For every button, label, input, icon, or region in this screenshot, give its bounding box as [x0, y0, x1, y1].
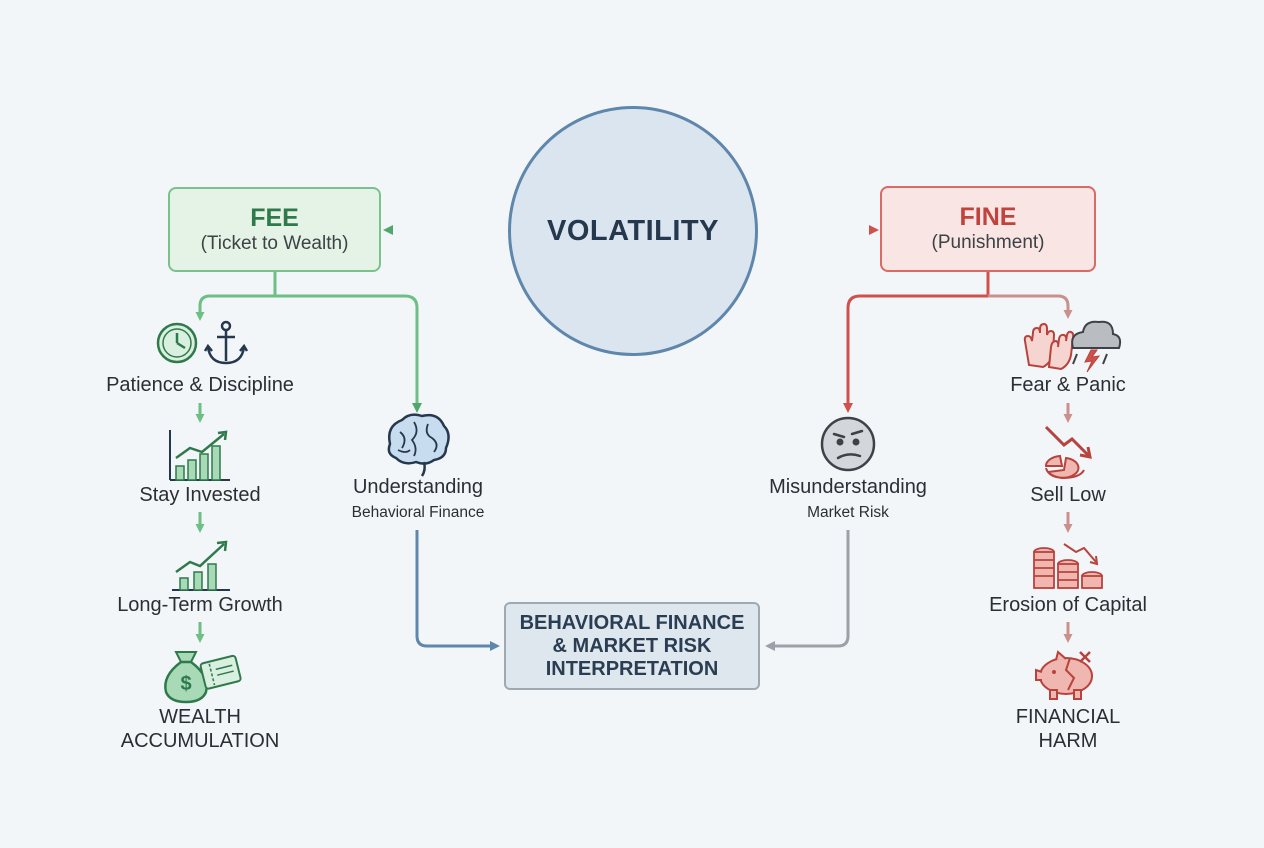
fine-subtitle: (Punishment) — [931, 232, 1045, 253]
fine-box: FINE (Punishment) — [880, 186, 1096, 272]
fine-step-fear: Fear & Panic — [1010, 374, 1126, 396]
fee-step-wealth: WEALTH ACCUMULATION — [120, 706, 280, 752]
coin-stack-icon — [1033, 543, 1103, 589]
understanding-subtitle: Behavioral Finance — [351, 504, 485, 521]
fee-box: FEE (Ticket to Wealth) — [168, 187, 381, 272]
growth-chart-icon — [172, 540, 230, 591]
arrow-fine-to-fear — [988, 294, 1073, 319]
ticket-icon — [199, 654, 242, 690]
misunderstanding-subtitle: Market Risk — [807, 504, 889, 521]
fine-step-erosion: Erosion of Capital — [989, 594, 1147, 616]
bar-chart-icon — [169, 430, 230, 481]
arrow-fee-to-patience — [195, 272, 277, 321]
down-trend-icon — [1044, 425, 1092, 459]
arrow-understanding-to-interpretation — [415, 530, 500, 651]
misunderstanding-title: Misunderstanding — [769, 476, 927, 498]
anchor-icon — [203, 320, 249, 365]
money-bag-icon: $ — [164, 651, 208, 704]
arrow-fine-to-misunderstanding — [843, 272, 990, 413]
interpretation-box: BEHAVIORAL FINANCE & MARKET RISK INTERPR… — [504, 602, 760, 690]
understanding-title: Understanding — [352, 476, 484, 498]
hands-icon — [1023, 322, 1075, 371]
fee-step-stay-invested: Stay Invested — [139, 484, 261, 506]
clock-icon — [156, 322, 198, 364]
interpretation-title: BEHAVIORAL FINANCE & MARKET RISK INTERPR… — [519, 611, 745, 680]
broken-pie-icon — [1044, 454, 1085, 480]
volatility-circle: VOLATILITY — [508, 106, 758, 356]
confused-face-icon — [820, 416, 876, 472]
storm-cloud-icon — [1071, 320, 1122, 373]
fee-step-growth: Long-Term Growth — [117, 594, 283, 616]
arrow-fee-to-understanding — [275, 294, 422, 413]
svg-text:$: $ — [180, 673, 191, 695]
brain-icon — [387, 413, 450, 477]
fee-title: FEE — [250, 204, 299, 232]
fine-step-sell-low: Sell Low — [1030, 484, 1106, 506]
fine-title: FINE — [959, 203, 1017, 231]
fee-subtitle: (Ticket to Wealth) — [200, 233, 349, 254]
volatility-title: VOLATILITY — [546, 214, 719, 247]
fee-step-patience: Patience & Discipline — [106, 374, 294, 396]
broken-piggy-bank-icon — [1035, 650, 1093, 700]
fine-step-harm: FINANCIAL HARM — [1015, 706, 1121, 752]
arrow-misunderstanding-to-interpretation — [765, 530, 850, 651]
